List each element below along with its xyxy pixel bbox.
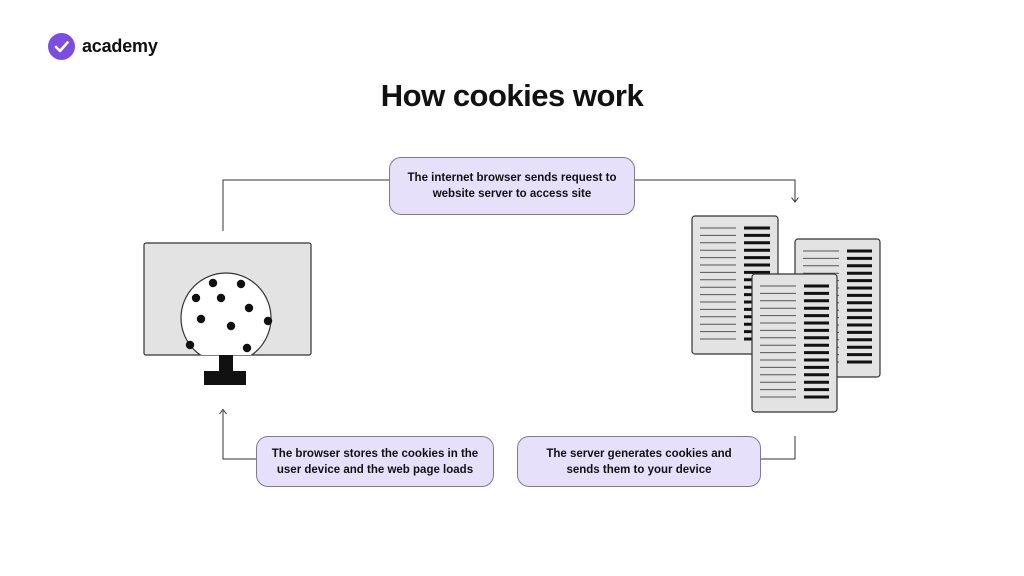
monitor-neck: [219, 355, 233, 373]
server-documents-icon: [691, 215, 881, 413]
step-server-generates: The server generates cookies and sends t…: [517, 436, 761, 487]
cookie-chips: [185, 278, 273, 353]
arrowhead-up: [219, 408, 227, 415]
computer-cookie-icon: [143, 242, 312, 385]
monitor-base: [204, 371, 246, 385]
cookie-icon: [180, 272, 272, 355]
brand-logo: academy: [48, 33, 158, 60]
step-browser-stores: The browser stores the cookies in the us…: [256, 436, 494, 487]
page-title: How cookies work: [380, 78, 644, 113]
arrow-server-to-device: [756, 436, 796, 460]
document-page: [751, 273, 838, 413]
check-badge-icon: [48, 33, 75, 60]
arrow-device-to-browser: [222, 411, 256, 460]
brand-name: academy: [82, 36, 158, 56]
step-request: The internet browser sends request to we…: [389, 157, 635, 215]
arrowhead-down: [791, 197, 799, 203]
